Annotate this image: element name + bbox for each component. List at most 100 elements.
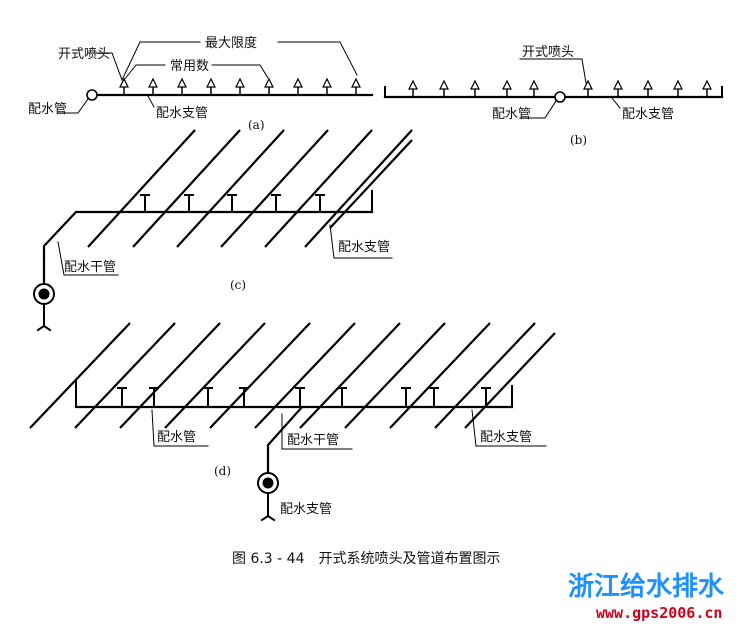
label-branch-pipe-a: 配水支管 xyxy=(156,106,208,121)
subfigure-label-c: (c) xyxy=(230,278,246,292)
sprinkler-head-icon xyxy=(119,77,129,95)
sprinkler-deflector xyxy=(529,79,539,90)
branch-leader-d xyxy=(471,409,547,447)
sprinkler-deflector xyxy=(673,79,683,90)
sprinkler-leader-a xyxy=(87,52,123,81)
subfigure-label-d: (d) xyxy=(214,464,231,478)
subfigure-label-b: (b) xyxy=(570,133,587,147)
sprinkler-deflector xyxy=(293,77,303,88)
sprinkler-heads-a xyxy=(119,77,361,95)
label-main-pipe-d: 配水管 xyxy=(157,430,196,445)
diagonal-branch-pipe xyxy=(220,129,329,248)
sprinkler-leader-b xyxy=(519,58,587,84)
sprinkler-deflector xyxy=(643,79,653,90)
label-main-pipe-a: 配水管 xyxy=(28,102,67,117)
sprinkler-deflector xyxy=(583,79,593,90)
figure-caption: 图 6.3 - 44 开式系统喷头及管道布置图示 xyxy=(232,551,500,567)
diagonal-branch-pipe xyxy=(87,129,196,248)
trunk-leader-d xyxy=(281,413,353,450)
diagram-b: 开式喷头 配水管 配水支管 (b) xyxy=(383,45,724,147)
main-pipe-leader-b xyxy=(519,100,557,119)
valve-inner-c xyxy=(38,288,50,300)
diagonal-branch-pipe xyxy=(329,139,413,229)
supply-end-d2 xyxy=(266,514,276,522)
diagonal-branch-pipe xyxy=(119,322,221,429)
sprinkler-head-icon xyxy=(351,77,361,95)
diagonal-branch-pipe xyxy=(264,129,373,248)
sprinkler-head-icon xyxy=(643,79,653,97)
label-open-sprinkler-a: 开式喷头 xyxy=(58,47,110,62)
max-limit-brace-right xyxy=(277,41,358,76)
tee-stubs-c xyxy=(140,190,373,212)
normal-count-brace xyxy=(123,64,166,81)
sprinkler-head-icon xyxy=(264,77,274,95)
sprinkler-deflector xyxy=(502,79,512,90)
diagonal-branches-d xyxy=(29,322,556,429)
sprinkler-head-icon xyxy=(408,79,418,97)
sprinkler-head-icon xyxy=(702,79,712,97)
sprinkler-head-icon xyxy=(177,77,187,95)
label-branch-riser-d: 配水支管 xyxy=(280,502,332,517)
normal-count-brace-right xyxy=(211,64,269,79)
diagonal-branches-c xyxy=(87,129,413,248)
sprinkler-deflector xyxy=(264,77,274,88)
sprinkler-head-icon xyxy=(583,79,593,97)
sprinkler-head-icon xyxy=(293,77,303,95)
diagonal-branch-pipe xyxy=(434,322,536,429)
sprinkler-head-icon xyxy=(322,77,332,95)
watermark-name: 浙江给水排水 xyxy=(568,571,725,602)
diagonal-branch-pipe xyxy=(464,332,556,429)
sprinkler-head-icon xyxy=(613,79,623,97)
sprinkler-deflector xyxy=(439,79,449,90)
sprinkler-heads-b xyxy=(408,79,712,97)
sprinkler-deflector xyxy=(119,77,129,88)
sprinkler-deflector xyxy=(322,77,332,88)
diagram-c: 配水干管 配水支管 (c) xyxy=(33,129,413,332)
branch-leader-c xyxy=(329,224,393,259)
main-pipe-junction-b xyxy=(554,91,566,103)
trunk-leader-c xyxy=(57,241,119,276)
label-trunk-pipe-d: 配水干管 xyxy=(287,433,339,448)
label-max-limit: 最大限度 xyxy=(205,35,257,51)
sprinkler-deflector xyxy=(408,79,418,90)
diagonal-branch-pipe xyxy=(164,322,266,429)
label-branch-pipe-b: 配水支管 xyxy=(622,107,674,122)
sprinkler-head-icon xyxy=(439,79,449,97)
sprinkler-deflector xyxy=(206,77,216,88)
label-open-sprinkler-b: 开式喷头 xyxy=(522,45,574,60)
trunk-pipe-c xyxy=(42,210,374,260)
max-limit-brace xyxy=(121,41,201,81)
main-leader-d xyxy=(151,409,209,447)
sprinkler-head-icon xyxy=(502,79,512,97)
sprinkler-head-icon xyxy=(673,79,683,97)
diagonal-branch-pipe xyxy=(344,322,446,429)
diagonal-branch-pipe xyxy=(389,322,491,429)
main-pipe-leader-a xyxy=(57,98,89,114)
subfigure-label-a: (a) xyxy=(248,118,265,132)
diagonal-branch-pipe xyxy=(176,129,285,248)
label-trunk-pipe-c: 配水干管 xyxy=(64,260,116,275)
diagram-d: 配水管 配水干管 配水支管 配水支管 (d) xyxy=(29,322,556,522)
diagonal-branch-pipe xyxy=(132,129,241,248)
diagonal-branch-pipe xyxy=(254,322,356,429)
sprinkler-deflector xyxy=(702,79,712,90)
label-branch-pipe-right-d: 配水支管 xyxy=(480,430,532,445)
diagonal-branch-pipe xyxy=(304,129,413,248)
label-normal-count: 常用数 xyxy=(170,59,209,74)
sprinkler-deflector xyxy=(613,79,623,90)
tee-stubs-d xyxy=(117,385,513,407)
riser-pipe-d xyxy=(266,405,304,474)
sprinkler-deflector xyxy=(148,77,158,88)
sprinkler-head-icon xyxy=(148,77,158,95)
watermark-url: www.gps2006.cn xyxy=(596,604,722,622)
sprinkler-deflector xyxy=(235,77,245,88)
sprinkler-deflector xyxy=(351,77,361,88)
branch-leader-a xyxy=(147,95,155,108)
sprinkler-head-icon xyxy=(470,79,480,97)
sprinkler-deflector xyxy=(177,77,187,88)
branch-leader-b xyxy=(611,97,621,109)
diagram-a: 开式喷头 最大限度 常用数 配水管 配水支管 (a) xyxy=(28,35,374,132)
sprinkler-deflector xyxy=(470,79,480,90)
diagonal-branch-pipe xyxy=(74,322,176,429)
